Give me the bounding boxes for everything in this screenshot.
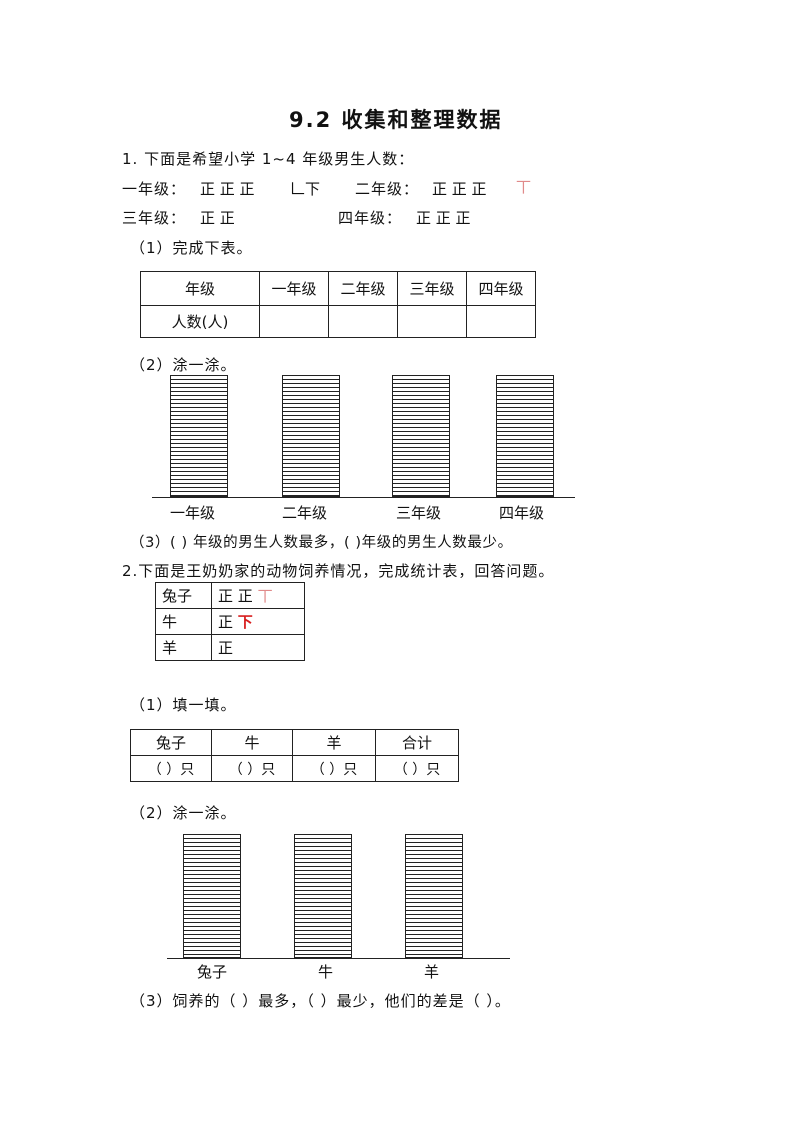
page-title: 9.2 收集和整理数据	[289, 108, 503, 132]
q1-row-label: 人数(人)	[140, 305, 260, 338]
q1-answer-cell-3[interactable]	[397, 305, 467, 338]
q1-part2: （2）涂一涂。	[130, 356, 237, 374]
q1-grade2-label: 二年级：	[355, 180, 420, 198]
q1-bar-grade2[interactable]	[282, 375, 340, 497]
q2-tally-table: 兔子 正 正 丅 牛 正 下 羊 正	[155, 582, 305, 661]
q2-part2: （2）涂一涂。	[130, 804, 237, 822]
q1-part3: （3）( ) 年级的男生人数最多，( )年级的男生人数最少。	[130, 535, 513, 551]
q2-part1: （1）填一填。	[130, 696, 237, 714]
q2-tally-cow: 正 下	[211, 608, 305, 635]
q2-bar-cow[interactable]	[294, 834, 352, 958]
q2-bar-label-sheep: 羊	[424, 963, 440, 981]
q2-tally-rabbit-marks: 正 正	[218, 587, 253, 605]
q2-answer-sheep[interactable]: （ ）只	[292, 755, 376, 782]
q2-tally-animal-sheep: 羊	[155, 634, 212, 661]
q2-tally-cow-marks: 正	[218, 613, 234, 631]
q2-tally-sheep: 正	[211, 634, 305, 661]
q1-grade3-tally: 正 正	[200, 209, 235, 227]
q2-tally-animal-rabbit: 兔子	[155, 582, 212, 609]
q1-header-grade: 年级	[140, 271, 260, 306]
q2-bar-label-rabbit: 兔子	[197, 963, 228, 981]
q2-bar-rabbit[interactable]	[183, 834, 241, 958]
q2-count-table: 兔子 牛 羊 合计 （ ）只 （ ）只 （ ）只 （ ）只	[130, 729, 459, 782]
q1-header-grade2: 二年级	[328, 271, 398, 306]
q2-tally-rabbit-extra: 丅	[257, 587, 273, 605]
q2-header-total: 合计	[375, 729, 459, 756]
q2-part3: （3）饲养的（ ）最多，（ ）最少，他们的差是（ ）。	[130, 992, 511, 1010]
q1-answer-cell-2[interactable]	[328, 305, 398, 338]
q1-grade1-tally: 正 正 正	[200, 180, 255, 198]
q1-count-table: 年级 一年级 二年级 三年级 四年级 人数(人)	[140, 271, 536, 338]
q1-grade4-label: 四年级：	[338, 209, 403, 227]
q2-bar-sheep[interactable]	[405, 834, 463, 958]
q1-grade3-label: 三年级：	[122, 209, 187, 227]
q1-bar-label-1: 一年级	[170, 504, 216, 522]
q1-chart-baseline	[152, 497, 575, 498]
q2-prompt: 2.下面是王奶奶家的动物饲养情况，完成统计表，回答问题。	[122, 562, 555, 580]
q1-bar-grade3[interactable]	[392, 375, 450, 497]
q1-bar-label-4: 四年级	[499, 504, 545, 522]
q2-answer-cow[interactable]: （ ）只	[211, 755, 293, 782]
q1-bar-grade1[interactable]	[170, 375, 228, 497]
q2-header-rabbit: 兔子	[130, 729, 212, 756]
q1-part1: （1）完成下表。	[130, 239, 253, 257]
q2-answer-total[interactable]: （ ）只	[375, 755, 459, 782]
q1-bar-label-3: 三年级	[396, 504, 442, 522]
q2-bar-label-cow: 牛	[318, 963, 334, 981]
q1-header-grade4: 四年级	[466, 271, 536, 306]
q2-header-sheep: 羊	[292, 729, 376, 756]
q1-bar-grade4[interactable]	[496, 375, 554, 497]
q1-answer-cell-4[interactable]	[466, 305, 536, 338]
q1-header-grade3: 三年级	[397, 271, 467, 306]
q2-chart-baseline	[167, 958, 510, 959]
q1-grade2-extra: 丅	[516, 178, 532, 196]
q2-answer-rabbit[interactable]: （ ）只	[130, 755, 212, 782]
q1-prompt: 1. 下面是希望小学 1~4 年级男生人数：	[122, 150, 415, 168]
q1-grade1-extra: 𠃊下	[290, 180, 321, 198]
q2-tally-cow-extra: 下	[237, 613, 253, 631]
q1-header-grade1: 一年级	[259, 271, 329, 306]
q1-grade1-label: 一年级：	[122, 180, 187, 198]
q2-header-cow: 牛	[211, 729, 293, 756]
q1-answer-cell-1[interactable]	[259, 305, 329, 338]
q1-grade2-tally: 正 正 正	[432, 180, 487, 198]
q1-bar-label-2: 二年级	[282, 504, 328, 522]
q1-grade4-tally: 正 正 正	[416, 209, 471, 227]
q2-tally-animal-cow: 牛	[155, 608, 212, 635]
q2-tally-rabbit: 正 正 丅	[211, 582, 305, 609]
